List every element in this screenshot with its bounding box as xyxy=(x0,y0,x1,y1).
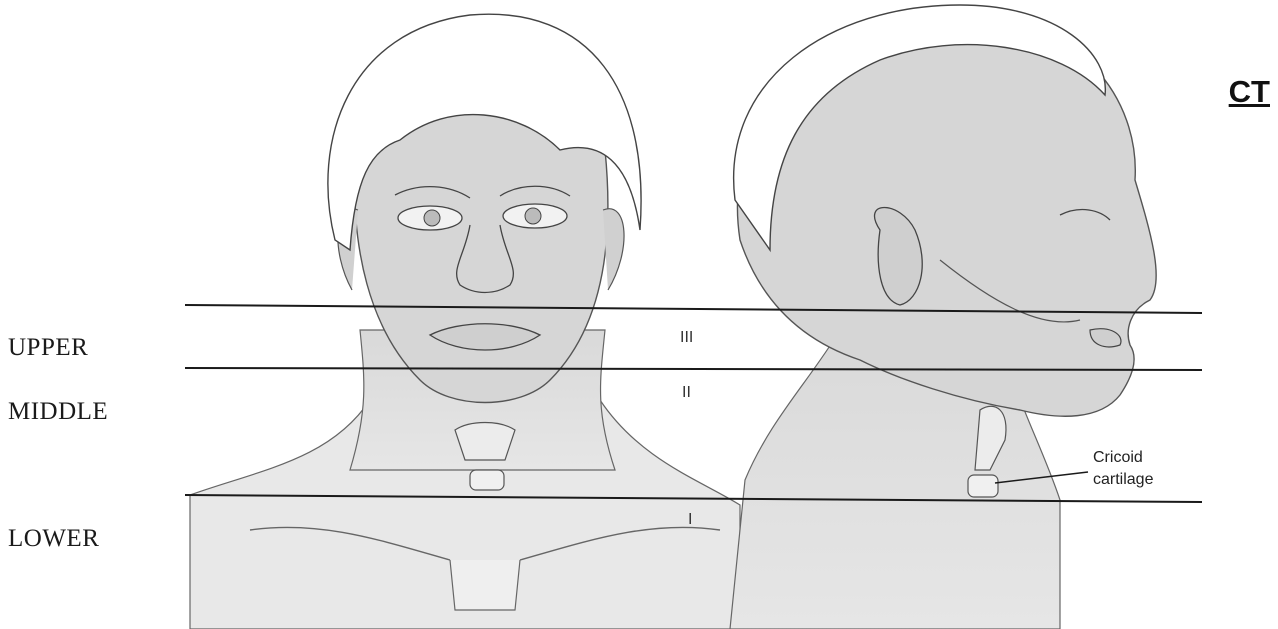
lateral-head-illustration: Cricoid cartilage xyxy=(730,5,1156,629)
zone-numeral-ii: II xyxy=(682,384,691,401)
callout-cartilage: cartilage xyxy=(1093,471,1154,488)
label-middle: MIDDLE xyxy=(8,398,108,426)
zone-numeral-i: I xyxy=(688,511,692,528)
ct-heading: CT xyxy=(1229,74,1270,110)
front-head-illustration xyxy=(190,14,740,629)
zone-numeral-iii: III xyxy=(680,329,693,346)
label-lower: LOWER xyxy=(8,525,99,553)
callout-cricoid: Cricoid xyxy=(1093,449,1143,466)
label-upper: UPPER xyxy=(8,334,88,362)
